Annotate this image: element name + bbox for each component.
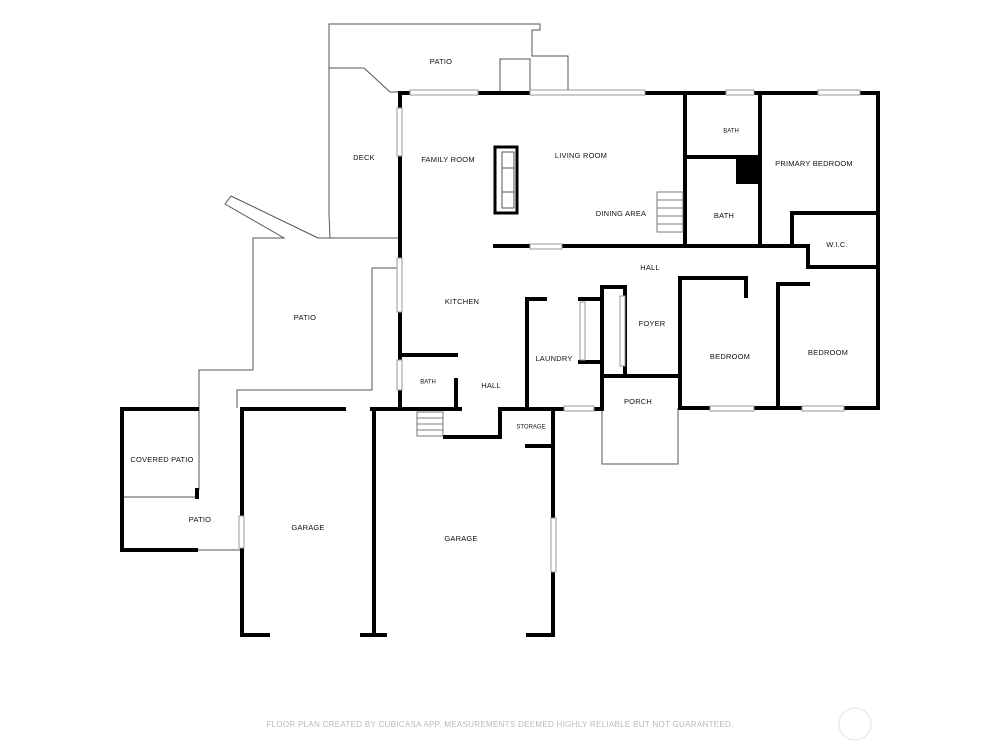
label-covered-patio: COVERED PATIO bbox=[130, 455, 193, 464]
stairs-dining bbox=[656, 191, 684, 233]
label-family-room: FAMILY ROOM bbox=[421, 155, 475, 164]
footer-disclaimer: FLOOR PLAN CREATED BY CUBICASA APP. MEAS… bbox=[266, 720, 733, 729]
label-bath-upper: BATH bbox=[723, 129, 739, 135]
label-patio-left: PATIO bbox=[294, 313, 316, 322]
outdoor-outlines bbox=[124, 23, 679, 551]
label-hall-main: HALL bbox=[640, 263, 660, 272]
label-storage: STORAGE bbox=[516, 425, 545, 431]
label-laundry: LAUNDRY bbox=[535, 354, 572, 363]
label-porch: PORCH bbox=[624, 397, 652, 406]
label-bath-small: BATH bbox=[420, 380, 436, 386]
label-wic: W.I.C. bbox=[826, 240, 848, 249]
label-bedroom-2: BEDROOM bbox=[808, 348, 848, 357]
label-deck: DECK bbox=[353, 153, 375, 162]
label-dining-area: DINING AREA bbox=[596, 209, 647, 218]
chimney-block bbox=[736, 158, 758, 184]
label-primary-bedroom: PRIMARY BEDROOM bbox=[775, 159, 853, 168]
label-garage-1: GARAGE bbox=[291, 523, 324, 532]
label-garage-2: GARAGE bbox=[444, 534, 477, 543]
label-kitchen: KITCHEN bbox=[445, 297, 479, 306]
label-bath-mid: BATH bbox=[714, 211, 734, 220]
label-hall-lower: HALL bbox=[481, 381, 501, 390]
label-living-room: LIVING ROOM bbox=[555, 151, 607, 160]
label-patio-top: PATIO bbox=[430, 57, 452, 66]
label-bedroom-1: BEDROOM bbox=[710, 352, 750, 361]
label-patio-bottom: PATIO bbox=[189, 515, 211, 524]
windows bbox=[238, 89, 861, 573]
compass-icon bbox=[838, 707, 872, 741]
label-foyer: FOYER bbox=[639, 319, 666, 328]
stairs-garage bbox=[416, 411, 444, 437]
fireplace bbox=[493, 145, 519, 215]
